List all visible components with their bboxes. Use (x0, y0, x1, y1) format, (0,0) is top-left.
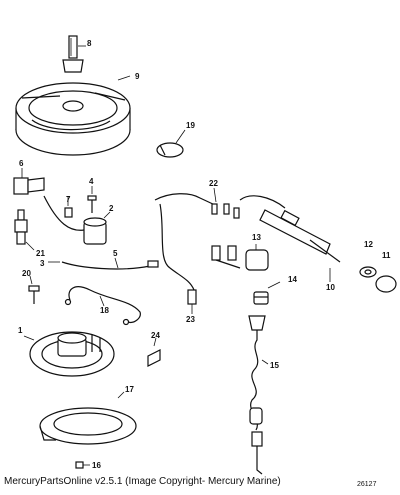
callout-23: 23 (186, 315, 195, 324)
part-4-screw[interactable] (87, 186, 97, 213)
part-19-clip[interactable] (156, 129, 186, 158)
diagram-number: 26127 (357, 481, 377, 488)
part-22-harness[interactable] (154, 187, 240, 291)
callout-labels: 8 9 19 6 7 4 2 22 13 21 3 5 12 11 14 20 … (18, 39, 391, 470)
copyright-footer: MercuryPartsOnline v2.5.1 (Image Copyrig… (4, 476, 281, 487)
part-12-washer[interactable] (359, 266, 377, 278)
part-13-connector[interactable] (211, 244, 269, 271)
part-18-lead-wire[interactable] (64, 286, 141, 326)
part-21-spark-plug[interactable] (14, 209, 35, 251)
part-14-nut[interactable] (253, 281, 281, 305)
callout-14: 14 (288, 275, 297, 284)
callout-6: 6 (19, 159, 24, 168)
callout-15: 15 (270, 361, 279, 370)
callout-7: 7 (66, 195, 71, 204)
callout-12: 12 (364, 240, 373, 249)
part-20-screw[interactable] (28, 275, 40, 304)
callout-19: 19 (186, 121, 195, 130)
part-16-washer[interactable] (75, 461, 90, 469)
callout-20: 20 (22, 269, 31, 278)
callout-9: 9 (135, 72, 140, 81)
callout-24: 24 (151, 331, 160, 340)
callout-10: 10 (326, 283, 335, 292)
callout-21: 21 (36, 249, 45, 258)
part-17-retainer[interactable] (39, 391, 137, 445)
part-7-bracket[interactable] (64, 196, 73, 218)
callout-1: 1 (18, 326, 23, 335)
callout-13: 13 (252, 233, 261, 242)
callout-18: 18 (100, 306, 109, 315)
callout-16: 16 (92, 461, 101, 470)
callout-22: 22 (209, 179, 218, 188)
callout-2: 2 (109, 204, 114, 213)
part-24-clip[interactable] (147, 337, 161, 367)
part-9-flywheel[interactable] (15, 75, 131, 156)
part-1-stator[interactable] (23, 331, 115, 377)
part-6-connector[interactable] (13, 168, 45, 195)
part-2-coil[interactable] (43, 195, 111, 245)
part-5-wire[interactable] (48, 257, 159, 270)
callout-11: 11 (382, 251, 391, 260)
part-8-key[interactable] (62, 35, 86, 73)
part-15-lanyard[interactable] (248, 315, 269, 475)
callout-17: 17 (125, 385, 134, 394)
callout-4: 4 (89, 177, 94, 186)
callout-5: 5 (113, 249, 118, 258)
part-11-cap[interactable] (375, 275, 397, 293)
part-23-terminal[interactable] (187, 289, 197, 314)
part-10-stop-switch[interactable] (239, 195, 341, 282)
callout-3: 3 (40, 259, 45, 268)
callout-8: 8 (87, 39, 92, 48)
